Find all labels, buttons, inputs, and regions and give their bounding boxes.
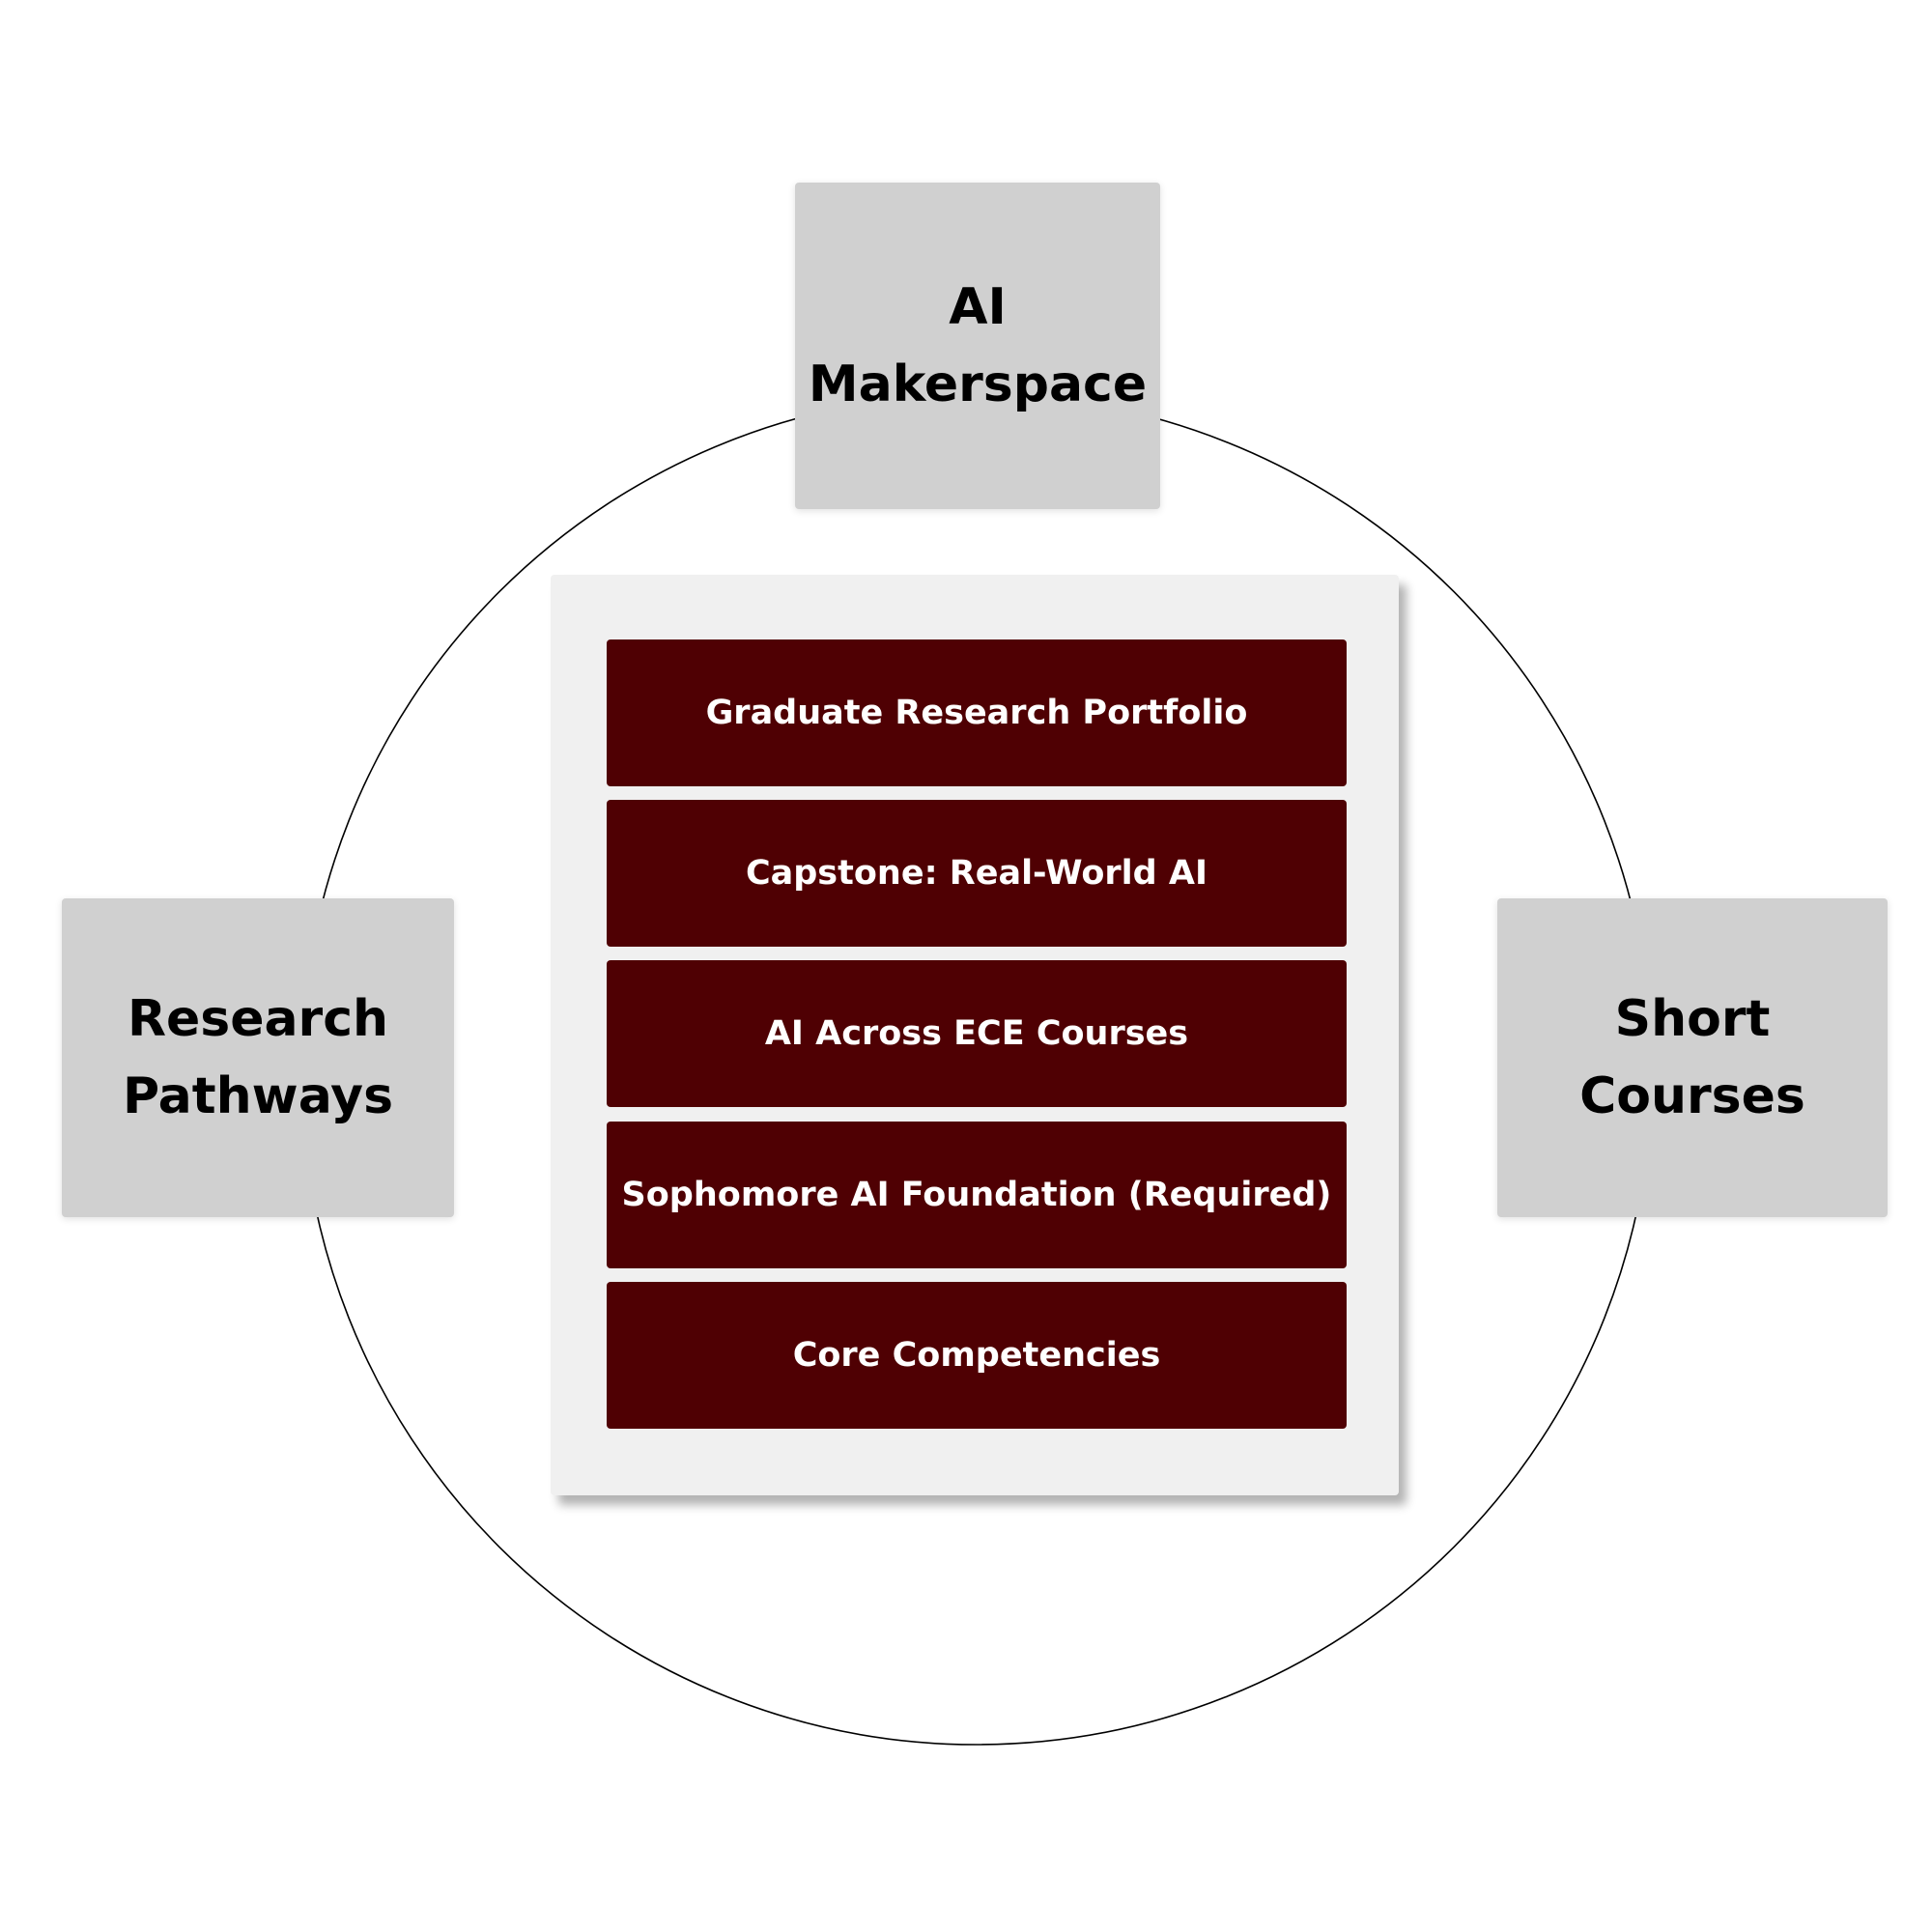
- layer-label: AI Across ECE Courses: [764, 1014, 1189, 1053]
- layer-ai-across-ece-courses: AI Across ECE Courses: [607, 960, 1347, 1107]
- satellite-label: Research Pathways: [122, 990, 394, 1125]
- layer-label: Capstone: Real-World AI: [745, 854, 1208, 893]
- satellite-label: Short Courses: [1579, 990, 1805, 1125]
- layer-graduate-research-portfolio: Graduate Research Portfolio: [607, 639, 1347, 786]
- layer-capstone: Capstone: Real-World AI: [607, 800, 1347, 947]
- satellite-short-courses: Short Courses: [1497, 898, 1888, 1217]
- satellite-research-pathways: Research Pathways: [62, 898, 454, 1217]
- core-panel: Graduate Research Portfolio Capstone: Re…: [551, 575, 1399, 1495]
- layer-core-competencies: Core Competencies: [607, 1282, 1347, 1429]
- layer-label: Sophomore AI Foundation (Required): [621, 1176, 1332, 1214]
- satellite-label: AI Makerspace: [808, 278, 1148, 413]
- layer-label: Graduate Research Portfolio: [705, 694, 1248, 732]
- layer-label: Core Competencies: [792, 1336, 1161, 1375]
- layer-sophomore-ai-foundation: Sophomore AI Foundation (Required): [607, 1122, 1347, 1268]
- satellite-ai-makerspace: AI Makerspace: [795, 183, 1160, 509]
